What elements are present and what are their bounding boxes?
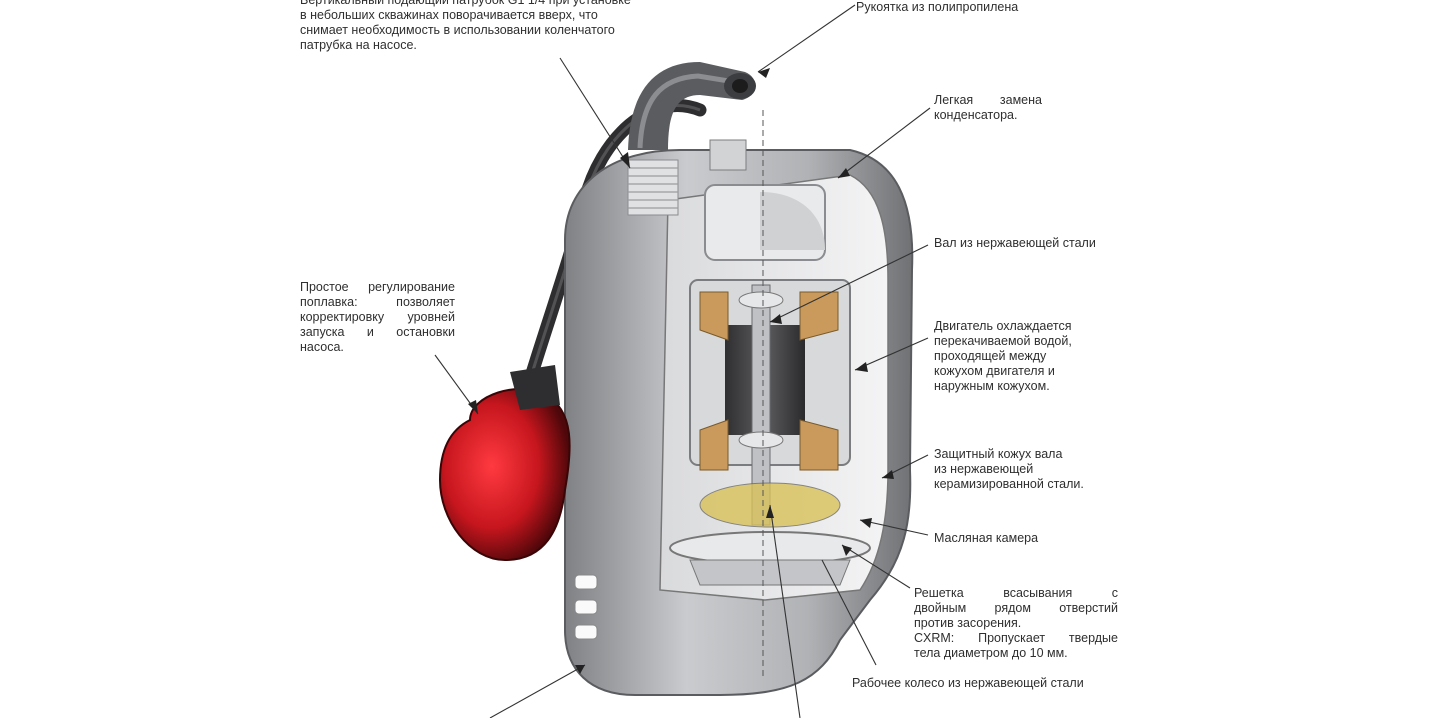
label-cooling: Двигатель охлаждается перекачиваемой вод… xyxy=(934,319,1072,394)
label-cooling-line: Двигатель охлаждается xyxy=(934,319,1072,333)
label-float-line: поплавка: позволяет xyxy=(300,295,455,309)
label-handle-text: Рукоятка из полипропилена xyxy=(856,0,1019,14)
label-cooling-line: кожухом двигателя и xyxy=(934,364,1055,378)
label-grid: Решетка всасывания с двойным рядом отвер… xyxy=(914,586,1118,661)
label-grid-line: против засорения. xyxy=(914,616,1022,630)
label-oil-text: Масляная камера xyxy=(934,531,1039,545)
label-float-line: запуска и остановки xyxy=(300,325,455,339)
label-grid-line: CXRM: Пропускает твердые xyxy=(914,631,1118,645)
handle xyxy=(628,62,756,150)
label-outlet: Вертикальный подающий патрубок G1 1/4 пр… xyxy=(300,0,631,53)
label-cooling-line: перекачиваемой водой, xyxy=(934,334,1072,348)
label-impeller-text: Рабочее колесо из нержавеющей стали xyxy=(852,676,1084,690)
float-switch xyxy=(438,388,571,562)
label-grid-line: тела диаметром до 10 мм. xyxy=(914,646,1068,660)
label-cooling-line: проходящей между xyxy=(934,349,1047,363)
label-oil: Масляная камера xyxy=(934,531,1038,546)
label-capacitor: Легкая замена конденсатора. xyxy=(934,93,1042,123)
label-grid-line: двойным рядом отверстий xyxy=(914,601,1118,615)
label-sleeve-line: керамизированной стали. xyxy=(934,477,1084,491)
label-capacitor-line: Легкая замена xyxy=(934,93,1042,107)
label-float: Простое регулирование поплавка: позволяе… xyxy=(300,280,455,355)
label-impeller: Рабочее колесо из нержавеющей стали xyxy=(852,676,1084,691)
label-shaft: Вал из нержавеющей стали xyxy=(934,236,1096,251)
label-float-line: насоса. xyxy=(300,340,344,354)
label-handle: Рукоятка из полипропилена xyxy=(856,0,1018,15)
label-shaft-text: Вал из нержавеющей стали xyxy=(934,236,1096,250)
label-outlet-line: снимает необходимость в использовании ко… xyxy=(300,23,615,37)
winding xyxy=(699,291,729,341)
outlet-fitting xyxy=(627,159,679,216)
label-sleeve-line: из нержавеющей xyxy=(934,462,1034,476)
label-float-line: Простое регулирование xyxy=(300,280,455,294)
label-grid-line: Решетка всасывания с xyxy=(914,586,1118,600)
label-cooling-line: наружным кожухом. xyxy=(934,379,1050,393)
label-float-line: корректировку уровней xyxy=(300,310,455,324)
label-sleeve-line: Защитный кожух вала xyxy=(934,447,1063,461)
label-outlet-line: Вертикальный подающий патрубок G1 1/4 пр… xyxy=(300,0,631,7)
label-outlet-line: патрубка на насосе. xyxy=(300,38,417,52)
label-outlet-line: в небольших скважинах поворачивается вве… xyxy=(300,8,598,22)
label-capacitor-line: конденсатора. xyxy=(934,108,1018,122)
impeller-disc xyxy=(669,531,871,565)
label-sleeve: Защитный кожух вала из нержавеющей керам… xyxy=(934,447,1084,492)
